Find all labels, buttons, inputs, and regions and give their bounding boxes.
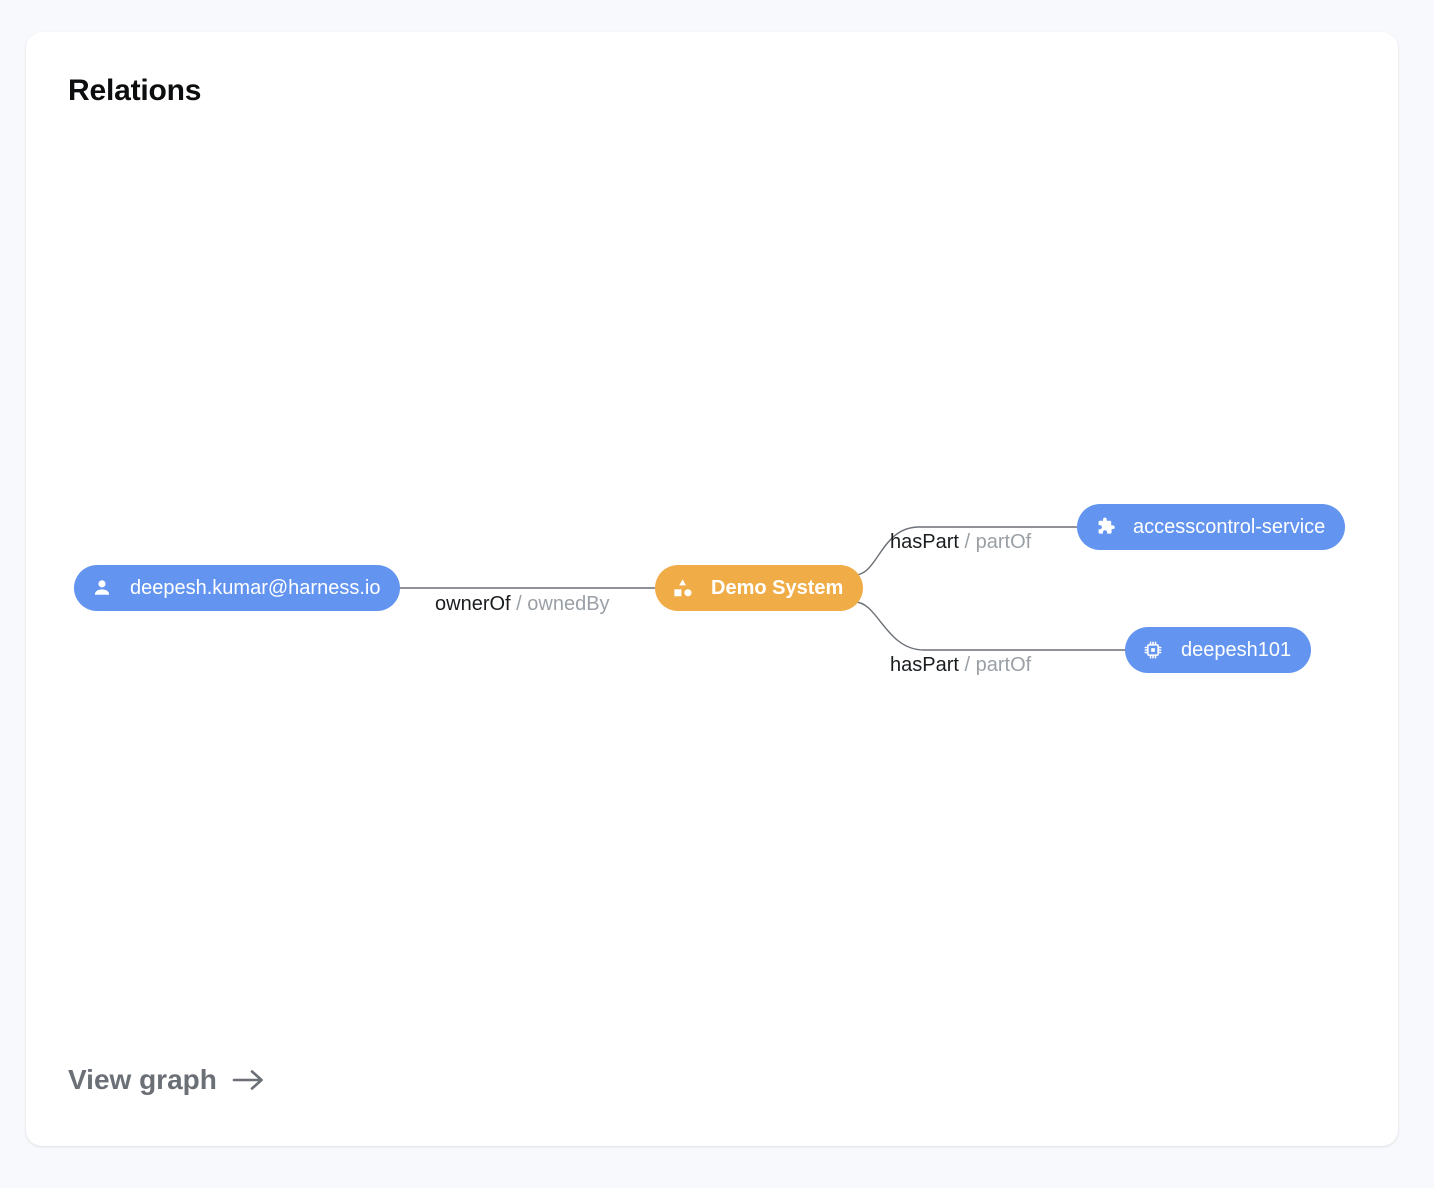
graph-node-resource[interactable]: deepesh101 [1125,627,1312,673]
edge-label-primary: ownerOf [435,593,511,615]
edge-label-secondary: partOf [975,531,1032,553]
edge-label-has-part-service: hasPart / partOf [890,531,1031,554]
edge-label-owner-of: ownerOf / ownedBy [435,593,610,616]
edge-label-separator: / [958,654,976,676]
graph-node-system[interactable]: Demo System [655,565,864,611]
view-graph-label: View graph [68,1064,217,1095]
arrow-right-icon [231,1066,265,1094]
edge-label-primary: hasPart [890,531,959,553]
view-graph-link[interactable]: View graph [68,1064,265,1096]
edge-label-secondary: ownedBy [527,593,610,615]
edge-label-separator: / [510,593,528,615]
edge-label-primary: hasPart [890,654,959,676]
memory-chip-icon [1141,638,1165,662]
edge-label-separator: / [958,531,976,553]
page-title: Relations [68,74,202,107]
relations-card: Relations deepesh.kumar@harness.io [26,32,1398,1146]
person-icon [90,576,114,600]
graph-node-service-label: accesscontrol-service [1133,515,1326,538]
puzzle-icon [1093,515,1117,539]
relations-graph: deepesh.kumar@harness.io Demo System [26,32,1398,1146]
graph-node-user-label: deepesh.kumar@harness.io [130,576,381,599]
graph-node-system-label: Demo System [711,576,844,599]
graph-node-user[interactable]: deepesh.kumar@harness.io [74,565,401,611]
edge-label-has-part-resource: hasPart / partOf [890,654,1031,677]
edge-has-part-resource [854,601,1125,651]
graph-node-service[interactable]: accesscontrol-service [1077,504,1346,550]
category-icon [671,576,695,600]
graph-node-resource-label: deepesh101 [1181,638,1292,661]
edge-label-secondary: partOf [975,654,1032,676]
